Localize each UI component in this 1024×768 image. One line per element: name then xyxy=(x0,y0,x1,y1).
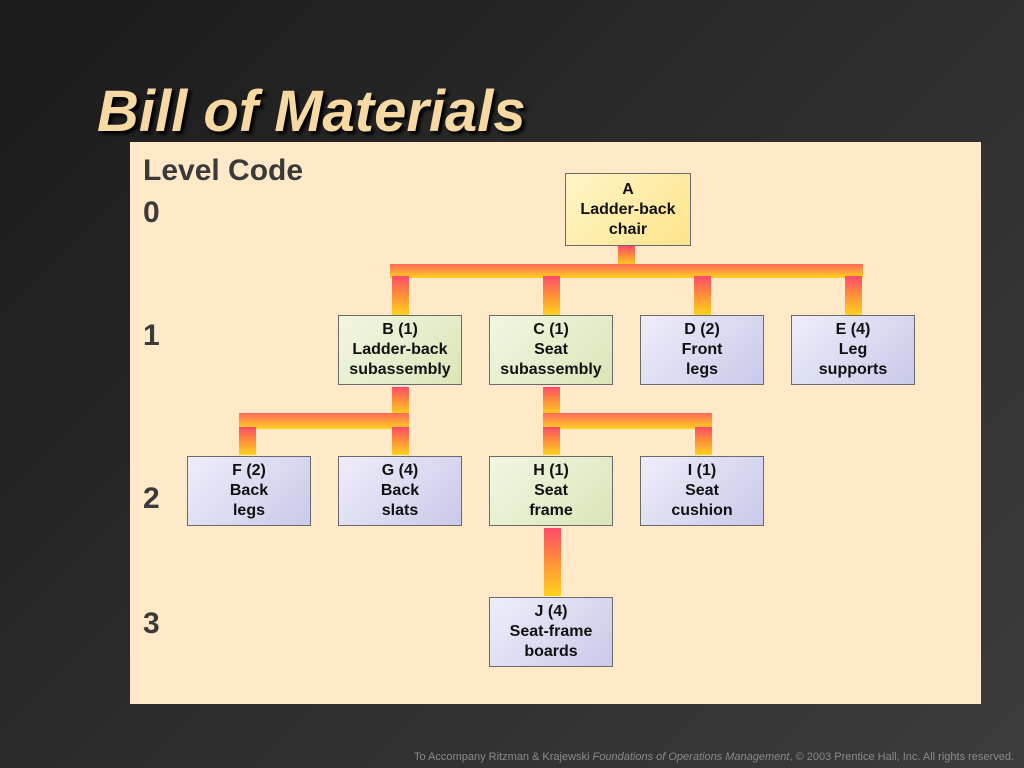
node-b-code: B (1) xyxy=(382,321,418,338)
node-b-label-2: subassembly xyxy=(349,361,451,378)
node-d-code: D (2) xyxy=(684,321,720,338)
bom-node-a: A Ladder-back chair xyxy=(565,173,691,246)
connector-to-i xyxy=(695,427,712,455)
copyright-footer: To Accompany Ritzman & Krajewski Foundat… xyxy=(414,751,1014,763)
bom-node-d: D (2) Front legs xyxy=(640,315,764,385)
node-c-label-1: Seat xyxy=(534,341,568,358)
node-f-label-2: legs xyxy=(232,502,265,519)
slide-title: Bill of Materials xyxy=(97,79,526,144)
connector-c-bar xyxy=(543,413,712,429)
node-a-label-2: chair xyxy=(608,220,648,238)
node-d-label-2: legs xyxy=(685,361,718,378)
node-g-code: G (4) xyxy=(381,462,419,479)
node-e-label-2: supports xyxy=(818,361,888,378)
bom-node-f: F (2) Back legs xyxy=(187,456,311,526)
node-i-label-1: Seat xyxy=(685,482,719,499)
connector-a-stem xyxy=(618,246,635,266)
bom-node-e: E (4) Leg supports xyxy=(791,315,915,385)
connector-h-to-j xyxy=(544,528,561,596)
connector-to-c xyxy=(543,276,560,315)
node-f-code: F (2) xyxy=(232,462,266,479)
node-b-label-1: Ladder-back xyxy=(352,341,448,358)
bom-node-c: C (1) Seat subassembly xyxy=(489,315,613,385)
node-a-label-1: Ladder-back xyxy=(580,200,676,218)
connector-to-f xyxy=(239,427,256,455)
node-g-label-1: Back xyxy=(380,482,420,499)
level-code-2: 2 xyxy=(143,482,160,515)
node-g-label-2: slats xyxy=(381,502,419,519)
node-e-code: E (4) xyxy=(835,321,871,338)
node-f-label-1: Back xyxy=(229,482,269,499)
level-code-1: 1 xyxy=(143,319,160,352)
connector-to-d xyxy=(694,276,711,315)
node-e-label-1: Leg xyxy=(838,341,868,358)
node-d-label-1: Front xyxy=(681,341,723,358)
connector-level1-bar xyxy=(390,264,863,278)
footer-prefix: To Accompany Ritzman & Krajewski xyxy=(414,751,593,763)
bom-node-j: J (4) Seat-frame boards xyxy=(489,597,613,667)
node-h-label-1: Seat xyxy=(534,482,568,499)
bom-node-g: G (4) Back slats xyxy=(338,456,462,526)
node-h-code: H (1) xyxy=(533,462,569,479)
node-c-label-2: subassembly xyxy=(500,361,602,378)
bom-diagram-panel: Level Code 0 1 2 3 A Ladder-back chair B… xyxy=(130,142,981,704)
level-code-0: 0 xyxy=(143,196,160,229)
bom-node-i: I (1) Seat cushion xyxy=(640,456,764,526)
bom-node-b: B (1) Ladder-back subassembly xyxy=(338,315,462,385)
connector-to-g xyxy=(392,427,409,455)
connector-b-stem xyxy=(392,387,409,415)
node-i-label-2: cushion xyxy=(671,502,733,519)
node-j-label-2: boards xyxy=(524,643,578,660)
connector-to-e xyxy=(845,276,862,315)
connector-c-stem xyxy=(543,387,560,415)
node-i-code: I (1) xyxy=(687,462,717,479)
connector-b-bar xyxy=(239,413,409,429)
connector-to-h xyxy=(543,427,560,455)
connector-to-b xyxy=(392,276,409,315)
node-j-code: J (4) xyxy=(534,603,568,620)
footer-suffix: , © 2003 Prentice Hall, Inc. All rights … xyxy=(789,751,1014,763)
level-code-3: 3 xyxy=(143,607,160,640)
node-a-code: A xyxy=(622,180,634,198)
footer-book-title: Foundations of Operations Management xyxy=(592,751,790,763)
bom-node-h: H (1) Seat frame xyxy=(489,456,613,526)
node-j-label-1: Seat-frame xyxy=(509,623,593,640)
node-h-label-2: frame xyxy=(529,502,573,519)
node-c-code: C (1) xyxy=(533,321,569,338)
level-code-header: Level Code xyxy=(143,154,304,187)
